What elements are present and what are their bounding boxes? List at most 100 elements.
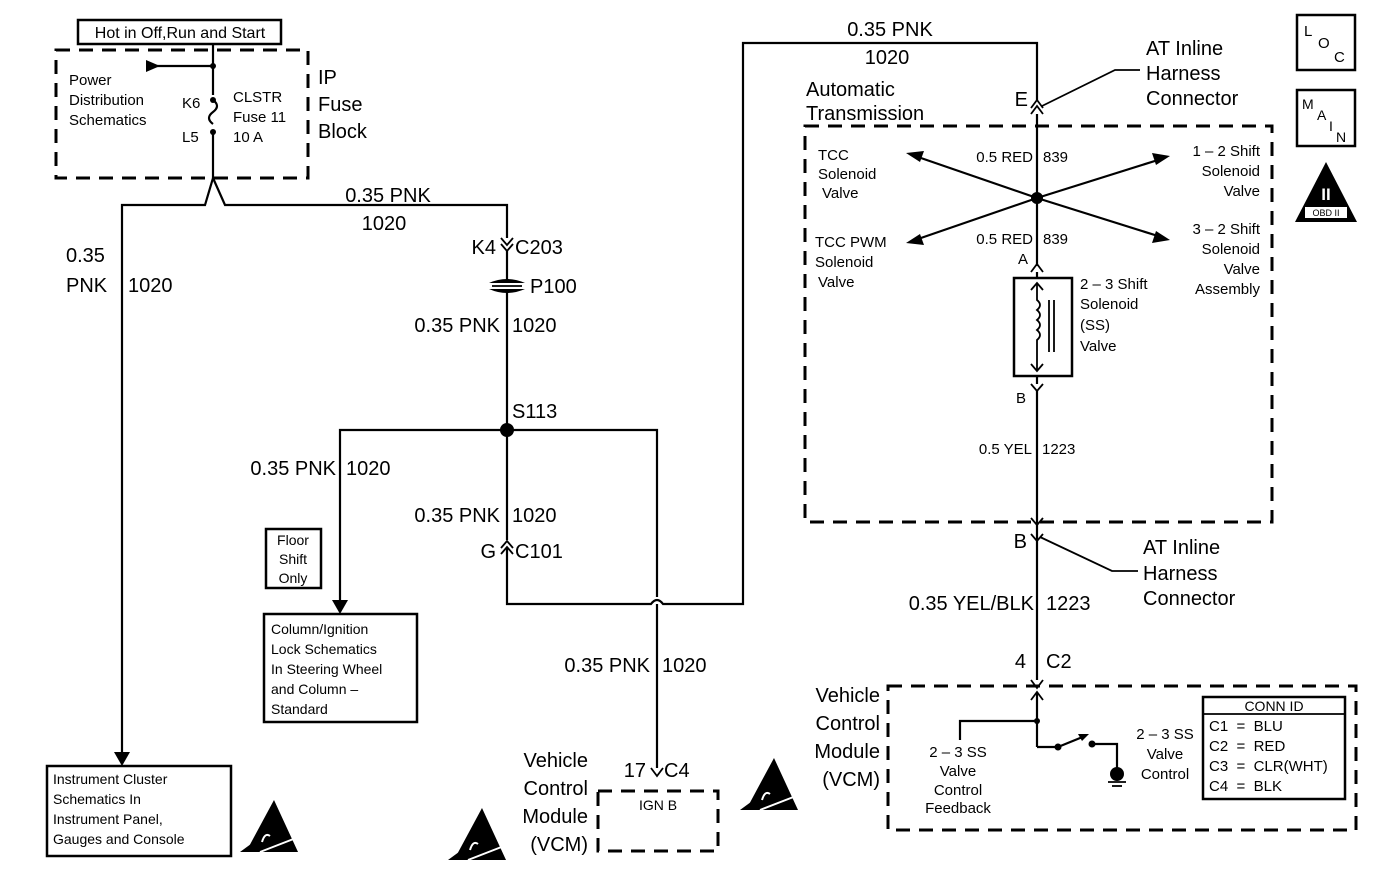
main-button[interactable]: M A I N — [1295, 88, 1357, 148]
at-inline-top2: Harness — [1146, 63, 1220, 85]
esd-warning-icon — [740, 758, 798, 811]
at-inline-bottom2: Harness — [1143, 563, 1217, 585]
fuse-number: Fuse 11 — [233, 109, 286, 126]
c101-pin: G — [480, 541, 496, 563]
esd-warning-icon — [448, 808, 506, 861]
s113-down-circuit: 1020 — [512, 505, 557, 527]
column-lock-line5: Standard — [271, 701, 328, 717]
loc-letter: O — [1318, 35, 1330, 52]
connector-c101: G C101 — [480, 41, 1039, 606]
floor-shift-line3: Only — [279, 570, 308, 586]
shift12-line2: Solenoid — [1202, 163, 1260, 180]
shift-23-solenoid: A 2 – 3 Shift Solenoid (SS) Valve B — [1012, 251, 1148, 407]
column-lock-ref-box[interactable]: Column/Ignition Lock Schematics In Steer… — [262, 612, 419, 724]
c101-name: C101 — [515, 541, 563, 563]
main-letter: M — [1302, 96, 1314, 112]
coil-icon — [1035, 283, 1041, 370]
left-wire-gauge1: 0.35 — [66, 245, 105, 267]
column-lock-line2: Lock Schematics — [271, 641, 377, 657]
power-dist-line1: Power — [69, 72, 112, 89]
hot-in-text: Hot in Off,Run and Start — [95, 25, 266, 42]
vcm-left-title4: (VCM) — [530, 834, 588, 856]
auto-trans-boundary — [803, 124, 1274, 524]
ign-b-label: IGN B — [639, 797, 677, 813]
p100-label: P100 — [530, 276, 577, 298]
cluster-line3: Instrument Panel, — [53, 811, 163, 827]
ip-title-line3: Block — [318, 121, 368, 143]
column-lock-line1: Column/Ignition — [271, 621, 368, 637]
left-wire-gauge2: PNK — [66, 275, 108, 297]
loc-button[interactable]: L O C — [1295, 13, 1357, 72]
power-dist-line3: Schematics — [69, 112, 147, 129]
cluster-line2: Schematics In — [53, 791, 141, 807]
arrow-to-column-icon — [332, 600, 348, 614]
yel-circuit: 1223 — [1042, 441, 1075, 458]
vcm-wire-gauge: 0.35 PNK — [564, 655, 650, 677]
at-inline-top3: Connector — [1146, 88, 1239, 110]
control-line3: Control — [1141, 766, 1189, 783]
obd-ii-icon[interactable]: II OBD II — [1295, 162, 1357, 222]
power-arrow-icon — [146, 60, 160, 72]
vcm-right-title3: Module — [814, 741, 880, 763]
pin-k6: K6 — [182, 95, 200, 112]
fuse-rating: 10 A — [233, 129, 263, 146]
ip-fuse-block: Power Distribution Schematics K6 L5 CLST… — [54, 44, 368, 180]
shift-12-solenoid-label: 1 – 2 Shift Solenoid Valve — [1192, 143, 1260, 200]
at-inline-bottom3: Connector — [1143, 588, 1236, 610]
at-wire-gauge: 0.35 PNK — [847, 19, 933, 41]
wire-top-branch — [211, 177, 509, 238]
shift32-line3: Valve — [1224, 261, 1260, 278]
obd-label: OBD II — [1312, 208, 1339, 218]
arrow-12-shift-icon — [1152, 153, 1170, 165]
top-wire-circuit: 1020 — [362, 213, 407, 235]
red-top-circuit: 839 — [1043, 149, 1068, 166]
vcm-wire-circuit: 1020 — [662, 655, 707, 677]
instrument-cluster-ref-box[interactable]: Instrument Cluster Schematics In Instrum… — [45, 764, 233, 858]
tcc-line2: Solenoid — [818, 166, 876, 183]
vcm-right-title4: (VCM) — [822, 769, 880, 791]
cluster-line4: Gauges and Console — [53, 831, 185, 847]
column-lock-line3: In Steering Wheel — [271, 661, 382, 677]
shift-32-solenoid-label: 3 – 2 Shift Solenoid Valve Assembly — [1192, 221, 1260, 298]
vcm-right-title2: Control — [816, 713, 880, 735]
floor-shift-line2: Shift — [279, 551, 307, 567]
arrow-32-shift-icon — [1152, 231, 1170, 243]
shift23-line3: (SS) — [1080, 317, 1110, 334]
vcm-left-module: 17 C4 IGN B Vehicle Control Module (VCM) — [522, 750, 720, 856]
tcc-pwm-line2: Solenoid — [815, 254, 873, 271]
cluster-line1: Instrument Cluster — [53, 771, 168, 787]
conn-id-row: C1 = BLU — [1209, 718, 1283, 735]
tcc-pwm-solenoid-label: TCC PWM Solenoid Valve — [815, 234, 887, 291]
main-letter: I — [1329, 118, 1333, 134]
at-pin-b: B — [1014, 531, 1027, 553]
ss-pin-b: B — [1016, 390, 1026, 407]
connector-p100: P100 — [489, 276, 577, 430]
vcm-right-title1: Vehicle — [816, 685, 881, 707]
arrow-tcc-pwm-icon — [906, 234, 924, 245]
fuse-name: CLSTR — [233, 89, 282, 106]
s113-down-gauge: 0.35 PNK — [414, 505, 500, 527]
hot-in-label: Hot in Off,Run and Start — [76, 18, 283, 46]
conn-id-title: CONN ID — [1244, 698, 1303, 714]
auto-trans-title1: Automatic — [806, 79, 895, 101]
red-bottom-circuit: 839 — [1043, 231, 1068, 248]
power-dist-line2: Distribution — [69, 92, 144, 109]
at-inline-bottom1: AT Inline — [1143, 537, 1220, 559]
splice-s113: S113 — [332, 401, 659, 614]
feedback-line1: 2 – 3 SS — [929, 744, 987, 761]
yel-gauge: 0.5 YEL — [979, 441, 1032, 458]
tcc-line3: Valve — [822, 185, 858, 202]
conn-id-row: C3 = CLR(WHT) — [1209, 758, 1328, 775]
ground-icon — [1110, 767, 1124, 781]
feedback-line4: Feedback — [925, 800, 991, 817]
s113-left-gauge: 0.35 PNK — [250, 458, 336, 480]
yel-blk-circuit: 1223 — [1046, 593, 1091, 615]
conn-id-row: C4 = BLK — [1209, 778, 1282, 795]
c2-name: C2 — [1046, 651, 1072, 673]
feedback-line2: Valve — [940, 763, 976, 780]
wire-left-branch — [120, 177, 215, 752]
floor-shift-line1: Floor — [277, 532, 309, 548]
ip-title-line2: Fuse — [318, 94, 362, 116]
vcm-right-module: Vehicle Control Module (VCM) 2 – 3 SS Va… — [814, 684, 1358, 832]
